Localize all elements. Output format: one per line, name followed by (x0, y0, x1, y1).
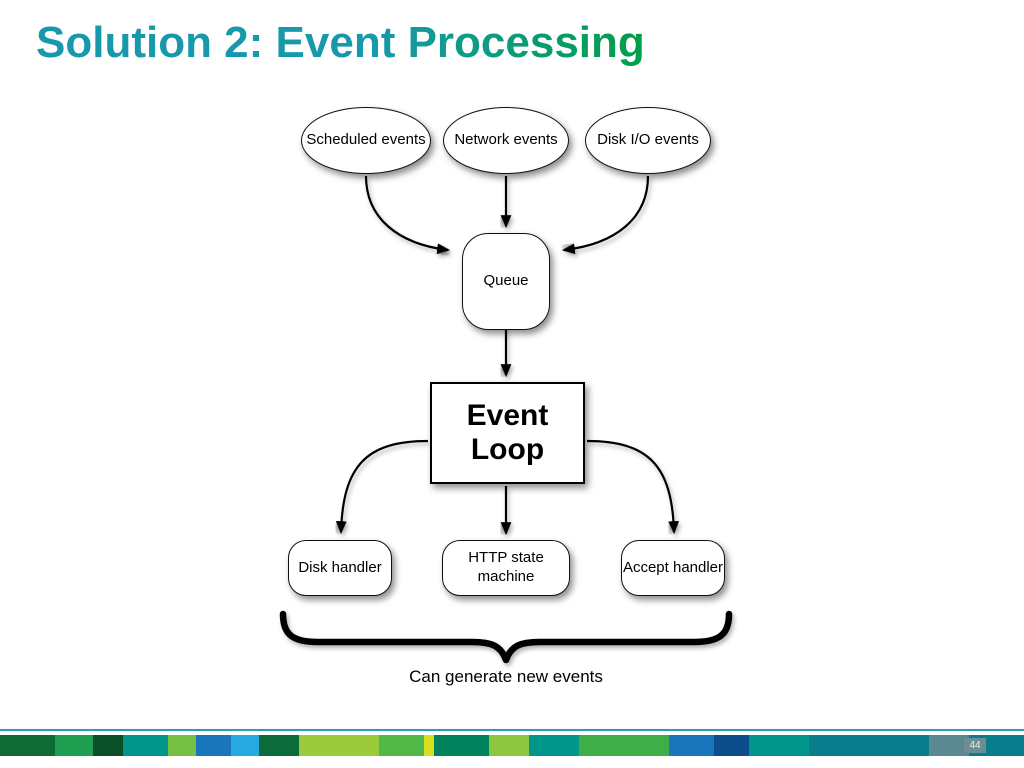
footer-strip-segment (579, 735, 669, 756)
footer-strip (0, 735, 1024, 756)
diagram-caption: Can generate new events (409, 667, 603, 686)
node-label: HTTP state machine (468, 549, 544, 585)
arrow-scheduled-to-queue (364, 175, 451, 255)
node-queue: Queue (462, 233, 550, 330)
footer-strip-segment (123, 735, 168, 756)
node-disk-handler: Disk handler (288, 540, 392, 596)
underbrace (279, 610, 733, 664)
footer-strip-segment (489, 735, 529, 756)
node-network-events: Network events (443, 107, 569, 174)
footer-strip-segment (259, 735, 299, 756)
arrow-diskio-to-queue (561, 175, 650, 255)
node-accept-handler: Accept handler (621, 540, 725, 596)
footer-strip-segment (231, 735, 259, 756)
footer-strip-segment (93, 735, 123, 756)
node-label: Scheduled events (306, 131, 426, 149)
footer-strip-segment (55, 735, 93, 756)
node-disk-io-events: Disk I/O events (585, 107, 711, 174)
node-label: Network events (454, 131, 558, 149)
footer-strip-segment (749, 735, 809, 756)
footer-strip-segment (809, 735, 929, 756)
footer-strip-segment (529, 735, 579, 756)
node-label: Disk I/O events (597, 131, 699, 149)
arrow-eventloop-to-diskhandler (335, 439, 429, 535)
footer-strip-segment (168, 735, 196, 756)
page-number: 44 (964, 738, 986, 753)
node-label: Accept handler (622, 558, 724, 576)
node-label: Event Loop (466, 398, 549, 467)
footer-strip-segment (424, 735, 434, 756)
node-label: Disk handler (298, 558, 382, 576)
footer-strip-segment (669, 735, 714, 756)
footer-strip-segment (434, 735, 489, 756)
node-event-loop: Event Loop (430, 382, 585, 484)
footer-strip-segment (929, 735, 969, 756)
footer-strip-segment (196, 735, 231, 756)
slide-title: Solution 2: Event Processing (36, 18, 645, 67)
footer-strip-segment (379, 735, 424, 756)
footer-strip-segment (299, 735, 379, 756)
footer-accent-line (0, 729, 1024, 731)
node-label: Queue (483, 272, 529, 290)
footer-strip-segment (714, 735, 749, 756)
node-scheduled-events: Scheduled events (301, 107, 431, 174)
footer-strip-segment (0, 735, 55, 756)
node-http-state-machine: HTTP state machine (442, 540, 570, 596)
arrow-eventloop-to-accepthandler (586, 439, 680, 535)
